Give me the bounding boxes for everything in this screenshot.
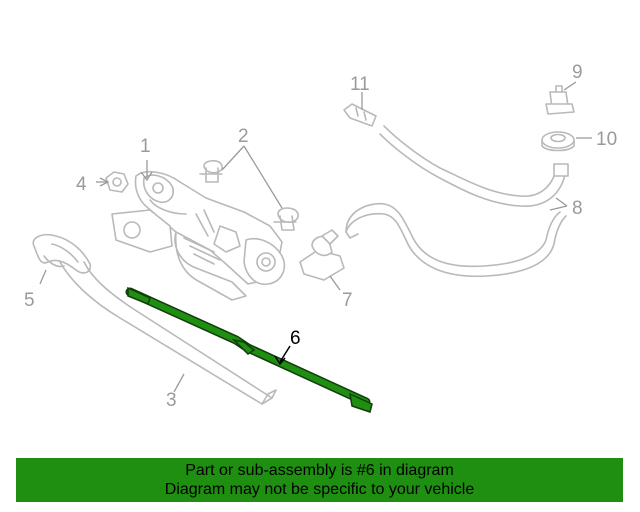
callout-3: 3 bbox=[166, 390, 177, 411]
callout-4: 4 bbox=[76, 174, 87, 195]
nut bbox=[105, 171, 129, 193]
wiper-blade bbox=[125, 286, 373, 413]
wiper-motor bbox=[111, 170, 286, 301]
wiper-arm-head bbox=[32, 233, 92, 274]
leader-lines bbox=[39, 81, 592, 393]
washer-nozzle bbox=[299, 229, 345, 281]
callout-6: 6 bbox=[290, 328, 301, 349]
callout-2: 2 bbox=[238, 126, 249, 147]
callout-8: 8 bbox=[572, 198, 583, 219]
callout-7: 7 bbox=[342, 290, 353, 311]
banner-line-2: Diagram may not be specific to your vehi… bbox=[164, 481, 475, 498]
grommet-upper bbox=[199, 159, 223, 183]
grommet-lower bbox=[273, 207, 299, 231]
callout-5: 5 bbox=[24, 290, 35, 311]
callout-1: 1 bbox=[140, 136, 151, 157]
wiper-arm bbox=[59, 261, 277, 405]
info-banner: Part or sub-assembly is #6 in diagram Di… bbox=[16, 458, 623, 502]
check-valve bbox=[545, 85, 575, 115]
hose-connector bbox=[343, 103, 377, 127]
banner-line-1: Part or sub-assembly is #6 in diagram bbox=[185, 462, 454, 479]
callout-11: 11 bbox=[350, 74, 370, 95]
grommet-ring bbox=[541, 131, 575, 152]
washer-hose bbox=[345, 125, 569, 278]
callout-9: 9 bbox=[572, 62, 583, 83]
callout-10: 10 bbox=[596, 129, 617, 150]
